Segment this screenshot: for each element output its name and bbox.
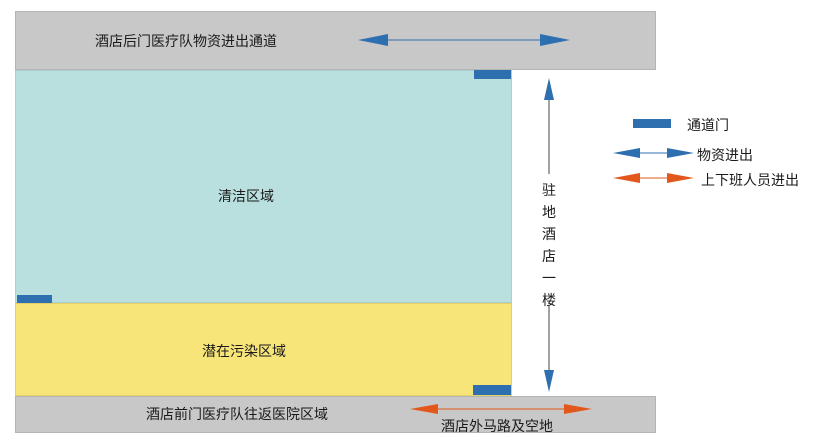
building-label-char: 店 <box>542 249 556 265</box>
legend-door-swatch <box>633 119 671 128</box>
building-label-char: 一 <box>542 271 556 287</box>
door-top-right <box>474 70 511 79</box>
supply-arrow-top <box>358 34 570 46</box>
outside-label: 酒店外马路及空地 <box>441 419 553 435</box>
legend-supply-label: 物资进出 <box>697 148 753 164</box>
legend-staff-label: 上下班人员进出 <box>701 173 799 189</box>
bottom-corridor <box>15 396 656 433</box>
clean-zone-label: 清洁区域 <box>218 189 274 205</box>
building-label: 驻 地 酒 店 一 楼 <box>539 180 559 312</box>
building-label-char: 楼 <box>542 293 556 309</box>
building-label-char: 驻 <box>542 183 556 199</box>
legend-supply-arrow <box>613 148 694 158</box>
bottom-corridor-label: 酒店前门医疗队往返医院区域 <box>146 407 328 423</box>
legend-door-label: 通道门 <box>687 118 729 134</box>
building-label-char: 地 <box>542 205 556 221</box>
top-corridor-label: 酒店后门医疗队物资进出通道 <box>95 34 277 50</box>
door-middle-left <box>17 295 52 303</box>
building-label-char: 酒 <box>542 227 556 243</box>
door-bottom-right <box>473 385 511 395</box>
contaminated-zone-label: 潜在污染区域 <box>202 344 286 360</box>
vertical-arrow <box>544 78 554 392</box>
legend-staff-arrow <box>613 173 694 183</box>
clean-zone <box>15 70 512 303</box>
staff-arrow-bottom <box>410 404 592 414</box>
contaminated-zone <box>15 303 512 396</box>
